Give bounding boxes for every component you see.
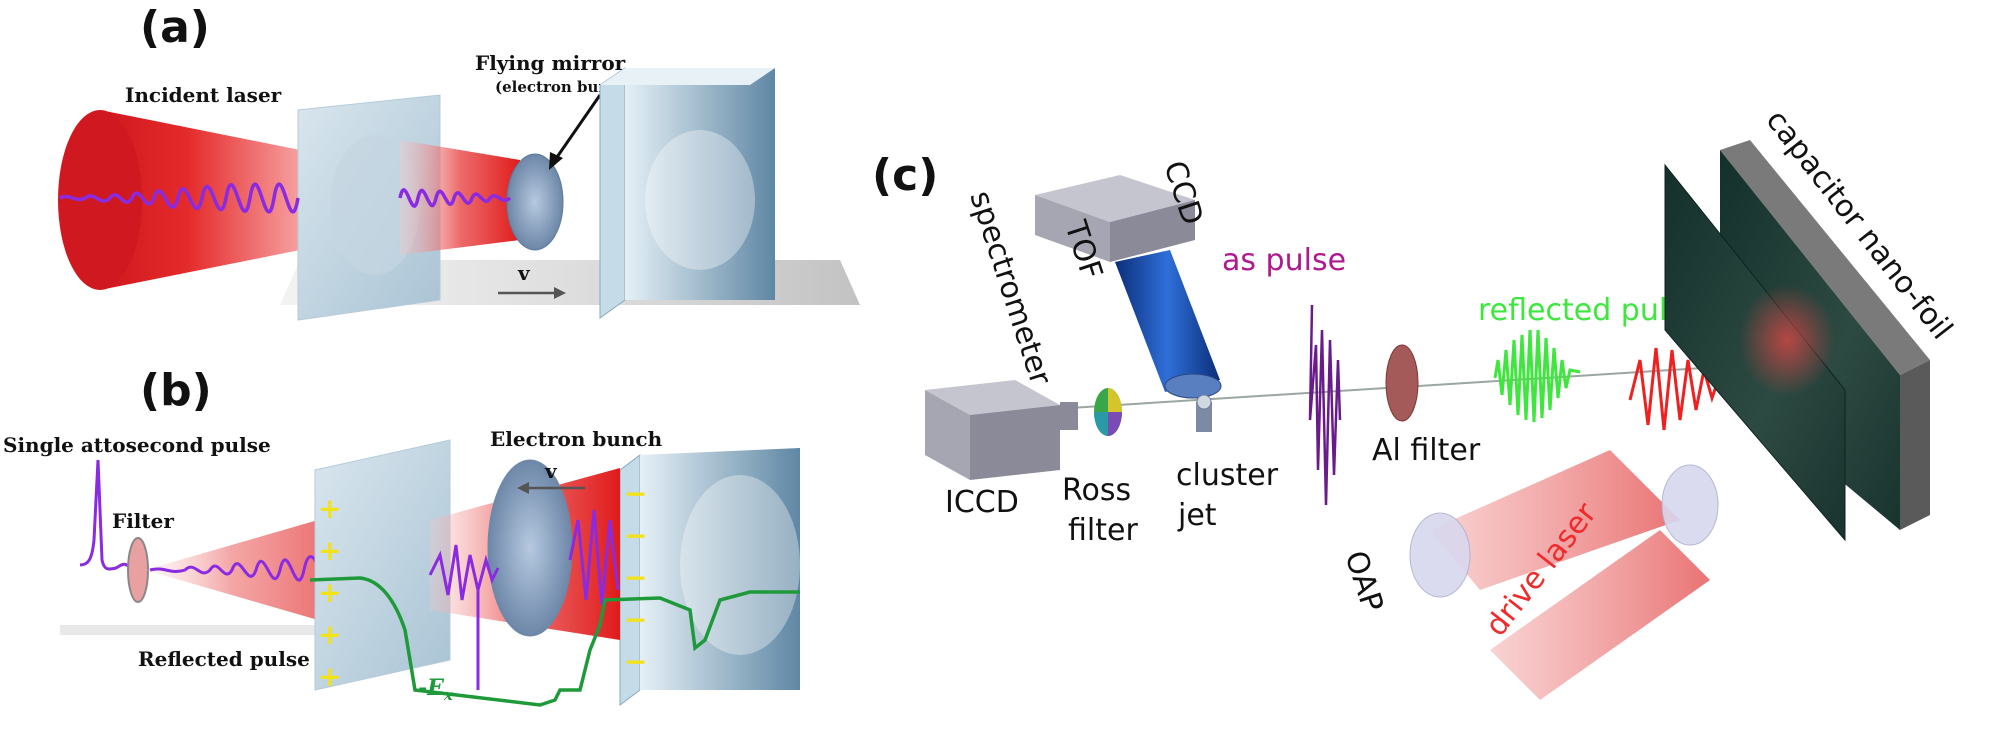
field-label-b: -Ex bbox=[418, 675, 454, 704]
panel-c: (c) ICCD Ross filter CCD TOF spectromete… bbox=[872, 103, 1959, 700]
panel-c-letter: (c) bbox=[872, 150, 938, 201]
cluster-jet-nozzle bbox=[1196, 402, 1212, 432]
left-plate-b bbox=[314, 439, 451, 691]
plus-sign-3: + bbox=[318, 576, 341, 609]
velocity-label-a: v bbox=[517, 261, 531, 285]
plus-sign-5: + bbox=[318, 660, 341, 693]
plus-sign-1: + bbox=[318, 492, 341, 525]
panel-a-letter: (a) bbox=[140, 2, 210, 53]
as-pulse-waveform bbox=[1308, 304, 1342, 506]
tof-flange bbox=[1164, 373, 1222, 399]
single-attosecond-pulse-label: Single attosecond pulse bbox=[3, 433, 271, 457]
flying-mirror-label: Flying mirror bbox=[475, 51, 626, 75]
oap-mirror-2 bbox=[1661, 464, 1719, 546]
foil-laser-spot bbox=[1715, 270, 1835, 410]
flying-mirror-pointer bbox=[553, 94, 602, 161]
slab-a-plasma bbox=[645, 130, 755, 270]
plate-hole bbox=[330, 135, 420, 275]
electron-bunch-b bbox=[487, 459, 573, 637]
incident-wave-a bbox=[59, 182, 300, 214]
panel-b: (b) Single attosecond pulse Filter Refle… bbox=[3, 365, 800, 707]
reflected-pulse-waveform bbox=[1493, 329, 1581, 423]
attosecond-pulse-spike bbox=[79, 459, 130, 571]
reflected-pulse-label-b: Reflected pulse bbox=[138, 647, 310, 671]
panel-b-letter: (b) bbox=[140, 365, 212, 416]
flying-mirror-arrowhead bbox=[549, 152, 563, 170]
slab-a-top bbox=[600, 68, 775, 85]
reflected-cone-a bbox=[400, 140, 520, 255]
ross-filter-label-2: filter bbox=[1068, 513, 1138, 548]
slab-b-face bbox=[640, 448, 800, 690]
oap-label: OAP bbox=[1337, 547, 1389, 616]
ccd-front bbox=[1110, 200, 1195, 262]
minus-sign-3: − bbox=[624, 561, 647, 594]
field-curve-b bbox=[309, 576, 800, 707]
slab-a-face bbox=[625, 68, 775, 300]
tof-tube bbox=[1115, 250, 1220, 392]
ccd-top bbox=[1035, 175, 1195, 222]
filter-label-b: Filter bbox=[112, 509, 174, 533]
plus-sign-4: + bbox=[318, 618, 341, 651]
cluster-jet-label-1: cluster bbox=[1176, 458, 1279, 493]
transmitted-wave-b bbox=[428, 509, 620, 606]
al-filter-disk bbox=[1385, 344, 1419, 422]
foil-frame-top bbox=[1720, 140, 1930, 375]
ross-filter-wheel bbox=[1094, 388, 1122, 436]
velocity-arrowhead-a bbox=[554, 287, 566, 299]
as-pulse-label: as pulse bbox=[1222, 243, 1346, 278]
slab-b-plasma bbox=[680, 475, 800, 655]
floor-shadow-b bbox=[60, 625, 320, 635]
iccd-nozzle bbox=[1060, 402, 1078, 430]
minus-sign-1: − bbox=[624, 477, 647, 510]
panel-a: (a) Incident laser Flying mirror (electr… bbox=[58, 2, 860, 321]
oap-mirror-1 bbox=[1409, 512, 1471, 598]
velocity-label-b: v bbox=[544, 459, 558, 483]
iccd-front bbox=[970, 405, 1060, 480]
iccd-top bbox=[925, 380, 1060, 415]
cluster-jet-cap bbox=[1196, 394, 1212, 410]
reflected-wave-b bbox=[149, 555, 320, 582]
minus-sign-2: − bbox=[624, 519, 647, 552]
plus-sign-2: + bbox=[318, 534, 341, 567]
electron-bunch-label: Electron bunch bbox=[490, 427, 663, 451]
reflected-pulse-label: reflected pulse bbox=[1478, 293, 1701, 328]
ross-filter-label-1: Ross bbox=[1062, 473, 1131, 508]
al-filter-label: Al filter bbox=[1372, 433, 1481, 468]
flying-mirror-bunch bbox=[506, 153, 564, 251]
foil-frame-side bbox=[1900, 360, 1930, 530]
iccd-label: ICCD bbox=[945, 485, 1019, 520]
incident-laser-label: Incident laser bbox=[125, 83, 282, 107]
compressed-wave-a bbox=[398, 188, 512, 208]
minus-sign-5: − bbox=[624, 645, 647, 678]
oap-beam-2 bbox=[1490, 530, 1710, 700]
iccd-side bbox=[925, 390, 970, 480]
minus-sign-4: − bbox=[624, 603, 647, 636]
slab-a-edge bbox=[599, 67, 626, 319]
ccd-side bbox=[1035, 195, 1110, 262]
cluster-jet-label-2: jet bbox=[1177, 498, 1217, 533]
velocity-arrowhead-b bbox=[517, 482, 529, 494]
oap-beam-1 bbox=[1430, 450, 1680, 590]
